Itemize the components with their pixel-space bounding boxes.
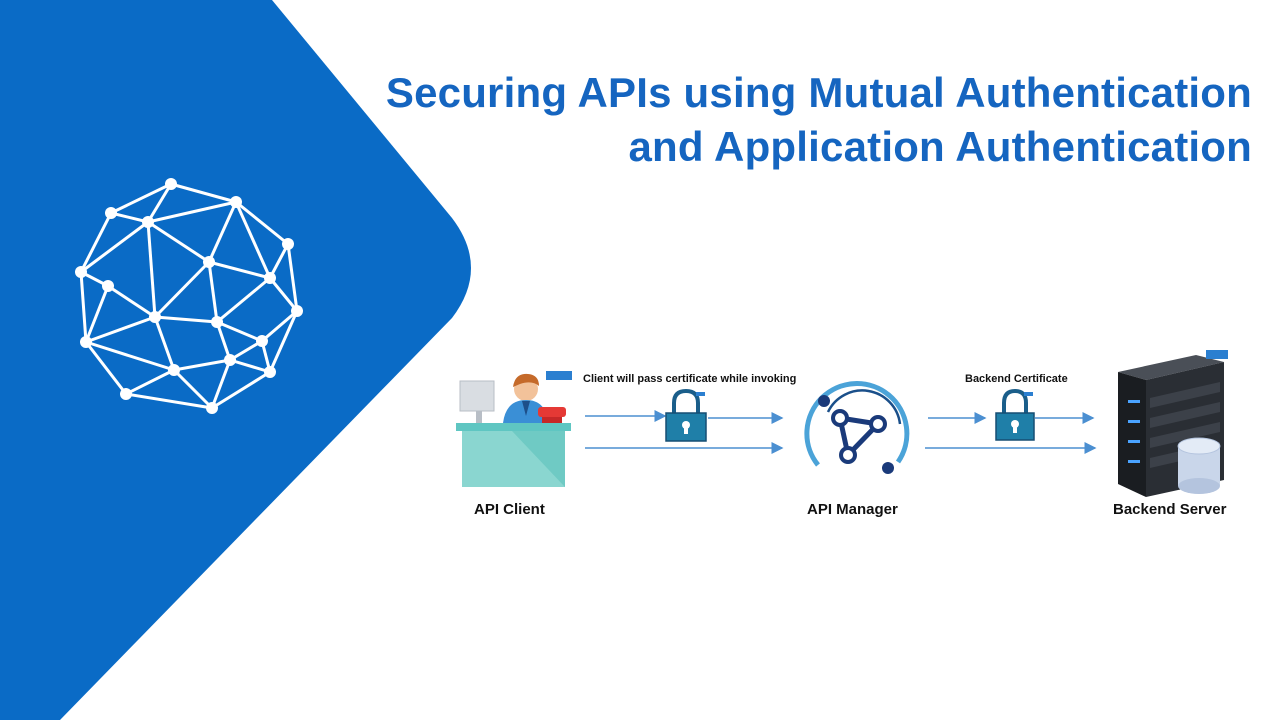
mutual-auth-diagram: Client will pass certificate while invok…	[450, 345, 1250, 545]
diagram-graphics	[456, 350, 1228, 497]
title-line-2: and Application Authentication	[628, 123, 1252, 170]
node-label-api-manager: API Manager	[807, 501, 898, 518]
slide-title: Securing APIs using Mutual Authenticatio…	[386, 66, 1252, 174]
padlock-icon	[995, 388, 1035, 441]
padlock-icon	[665, 388, 707, 442]
node-label-api-client: API Client	[474, 501, 545, 518]
network-globe-icon	[75, 178, 303, 414]
edge-label-client-certificate: Client will pass certificate while invok…	[583, 373, 797, 385]
title-line-1: Securing APIs using Mutual Authenticatio…	[385, 69, 1252, 116]
server-database-icon	[1118, 350, 1228, 497]
edge-label-backend-certificate: Backend Certificate	[965, 373, 1068, 385]
api-manager-logo-icon	[804, 381, 910, 474]
edge-manager-to-backend	[925, 412, 1097, 454]
edge-client-to-manager	[585, 410, 784, 454]
node-label-backend-server: Backend Server	[1113, 501, 1227, 518]
person-at-desk-icon	[456, 371, 572, 487]
